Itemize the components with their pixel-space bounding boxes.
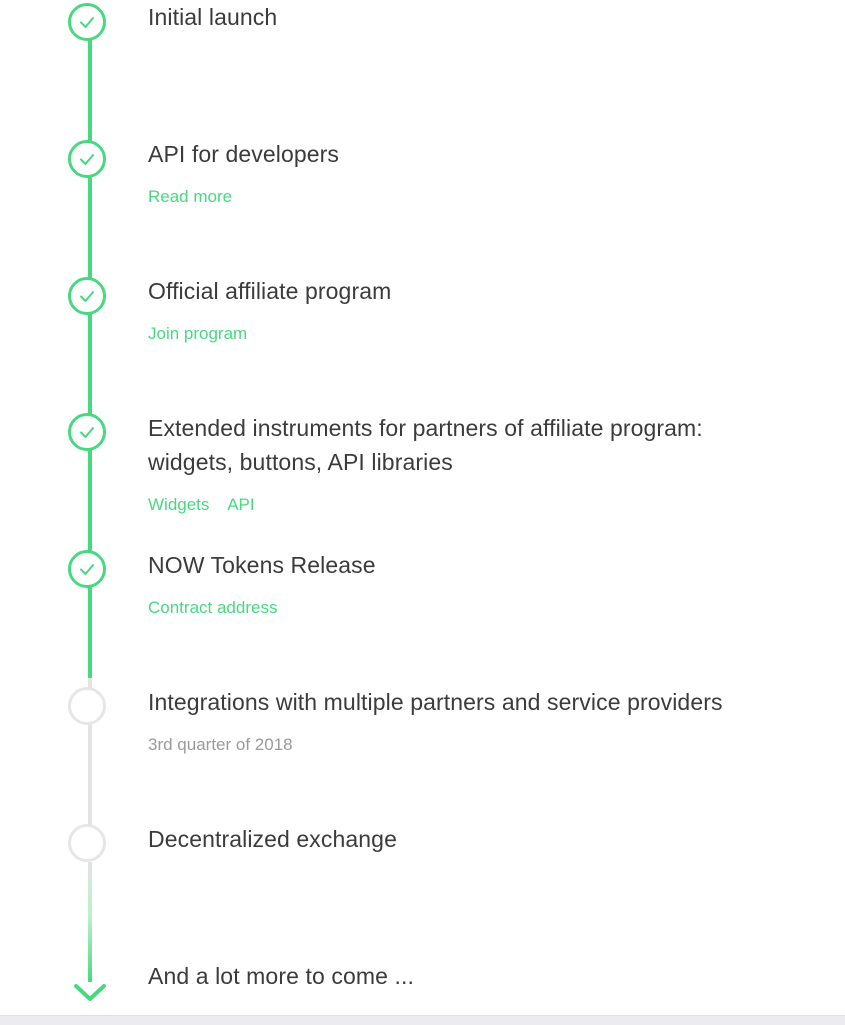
check-icon: [80, 17, 94, 28]
milestone-done-marker: [68, 550, 106, 588]
milestone-title: NOW Tokens Release: [148, 552, 376, 578]
check-icon: [80, 154, 94, 165]
timeline-line-completed: [88, 30, 92, 678]
milestone-pending-marker: [68, 687, 106, 725]
milestone-title: Extended instruments for partners of aff…: [148, 415, 703, 475]
check-icon: [80, 291, 94, 302]
milestone-done-marker: [68, 140, 106, 178]
bottom-edge-bar: [0, 1015, 845, 1025]
milestone-date: 3rd quarter of 2018: [148, 735, 293, 754]
timeline-line-pending: [88, 678, 92, 830]
milestone-done-marker: [68, 277, 106, 315]
timeline-footer-text: And a lot more to come ...: [148, 963, 414, 989]
milestone-links: Join program: [148, 322, 261, 346]
check-icon: [80, 427, 94, 438]
timeline-line-future: [88, 862, 92, 982]
milestone-title: Decentralized exchange: [148, 826, 397, 852]
api-link[interactable]: API: [227, 495, 255, 514]
milestone-links: Widgets API: [148, 493, 269, 517]
milestone-title: Official affiliate program: [148, 278, 392, 304]
milestone-title: Initial launch: [148, 4, 278, 30]
milestone-links: Contract address: [148, 596, 291, 620]
milestone-title: Integrations with multiple partners and …: [148, 689, 723, 715]
join-program-link[interactable]: Join program: [148, 324, 248, 343]
read-more-link[interactable]: Read more: [148, 187, 233, 206]
milestone-title: API for developers: [148, 141, 340, 167]
milestone-done-marker: [68, 413, 106, 451]
widgets-link[interactable]: Widgets: [148, 495, 210, 514]
milestone-links: Read more: [148, 185, 246, 209]
milestone-done-marker: [68, 3, 106, 41]
check-icon: [80, 564, 94, 575]
milestone-pending-marker: [68, 824, 106, 862]
contract-address-link[interactable]: Contract address: [148, 598, 278, 617]
chevron-down-icon: [74, 984, 106, 1001]
